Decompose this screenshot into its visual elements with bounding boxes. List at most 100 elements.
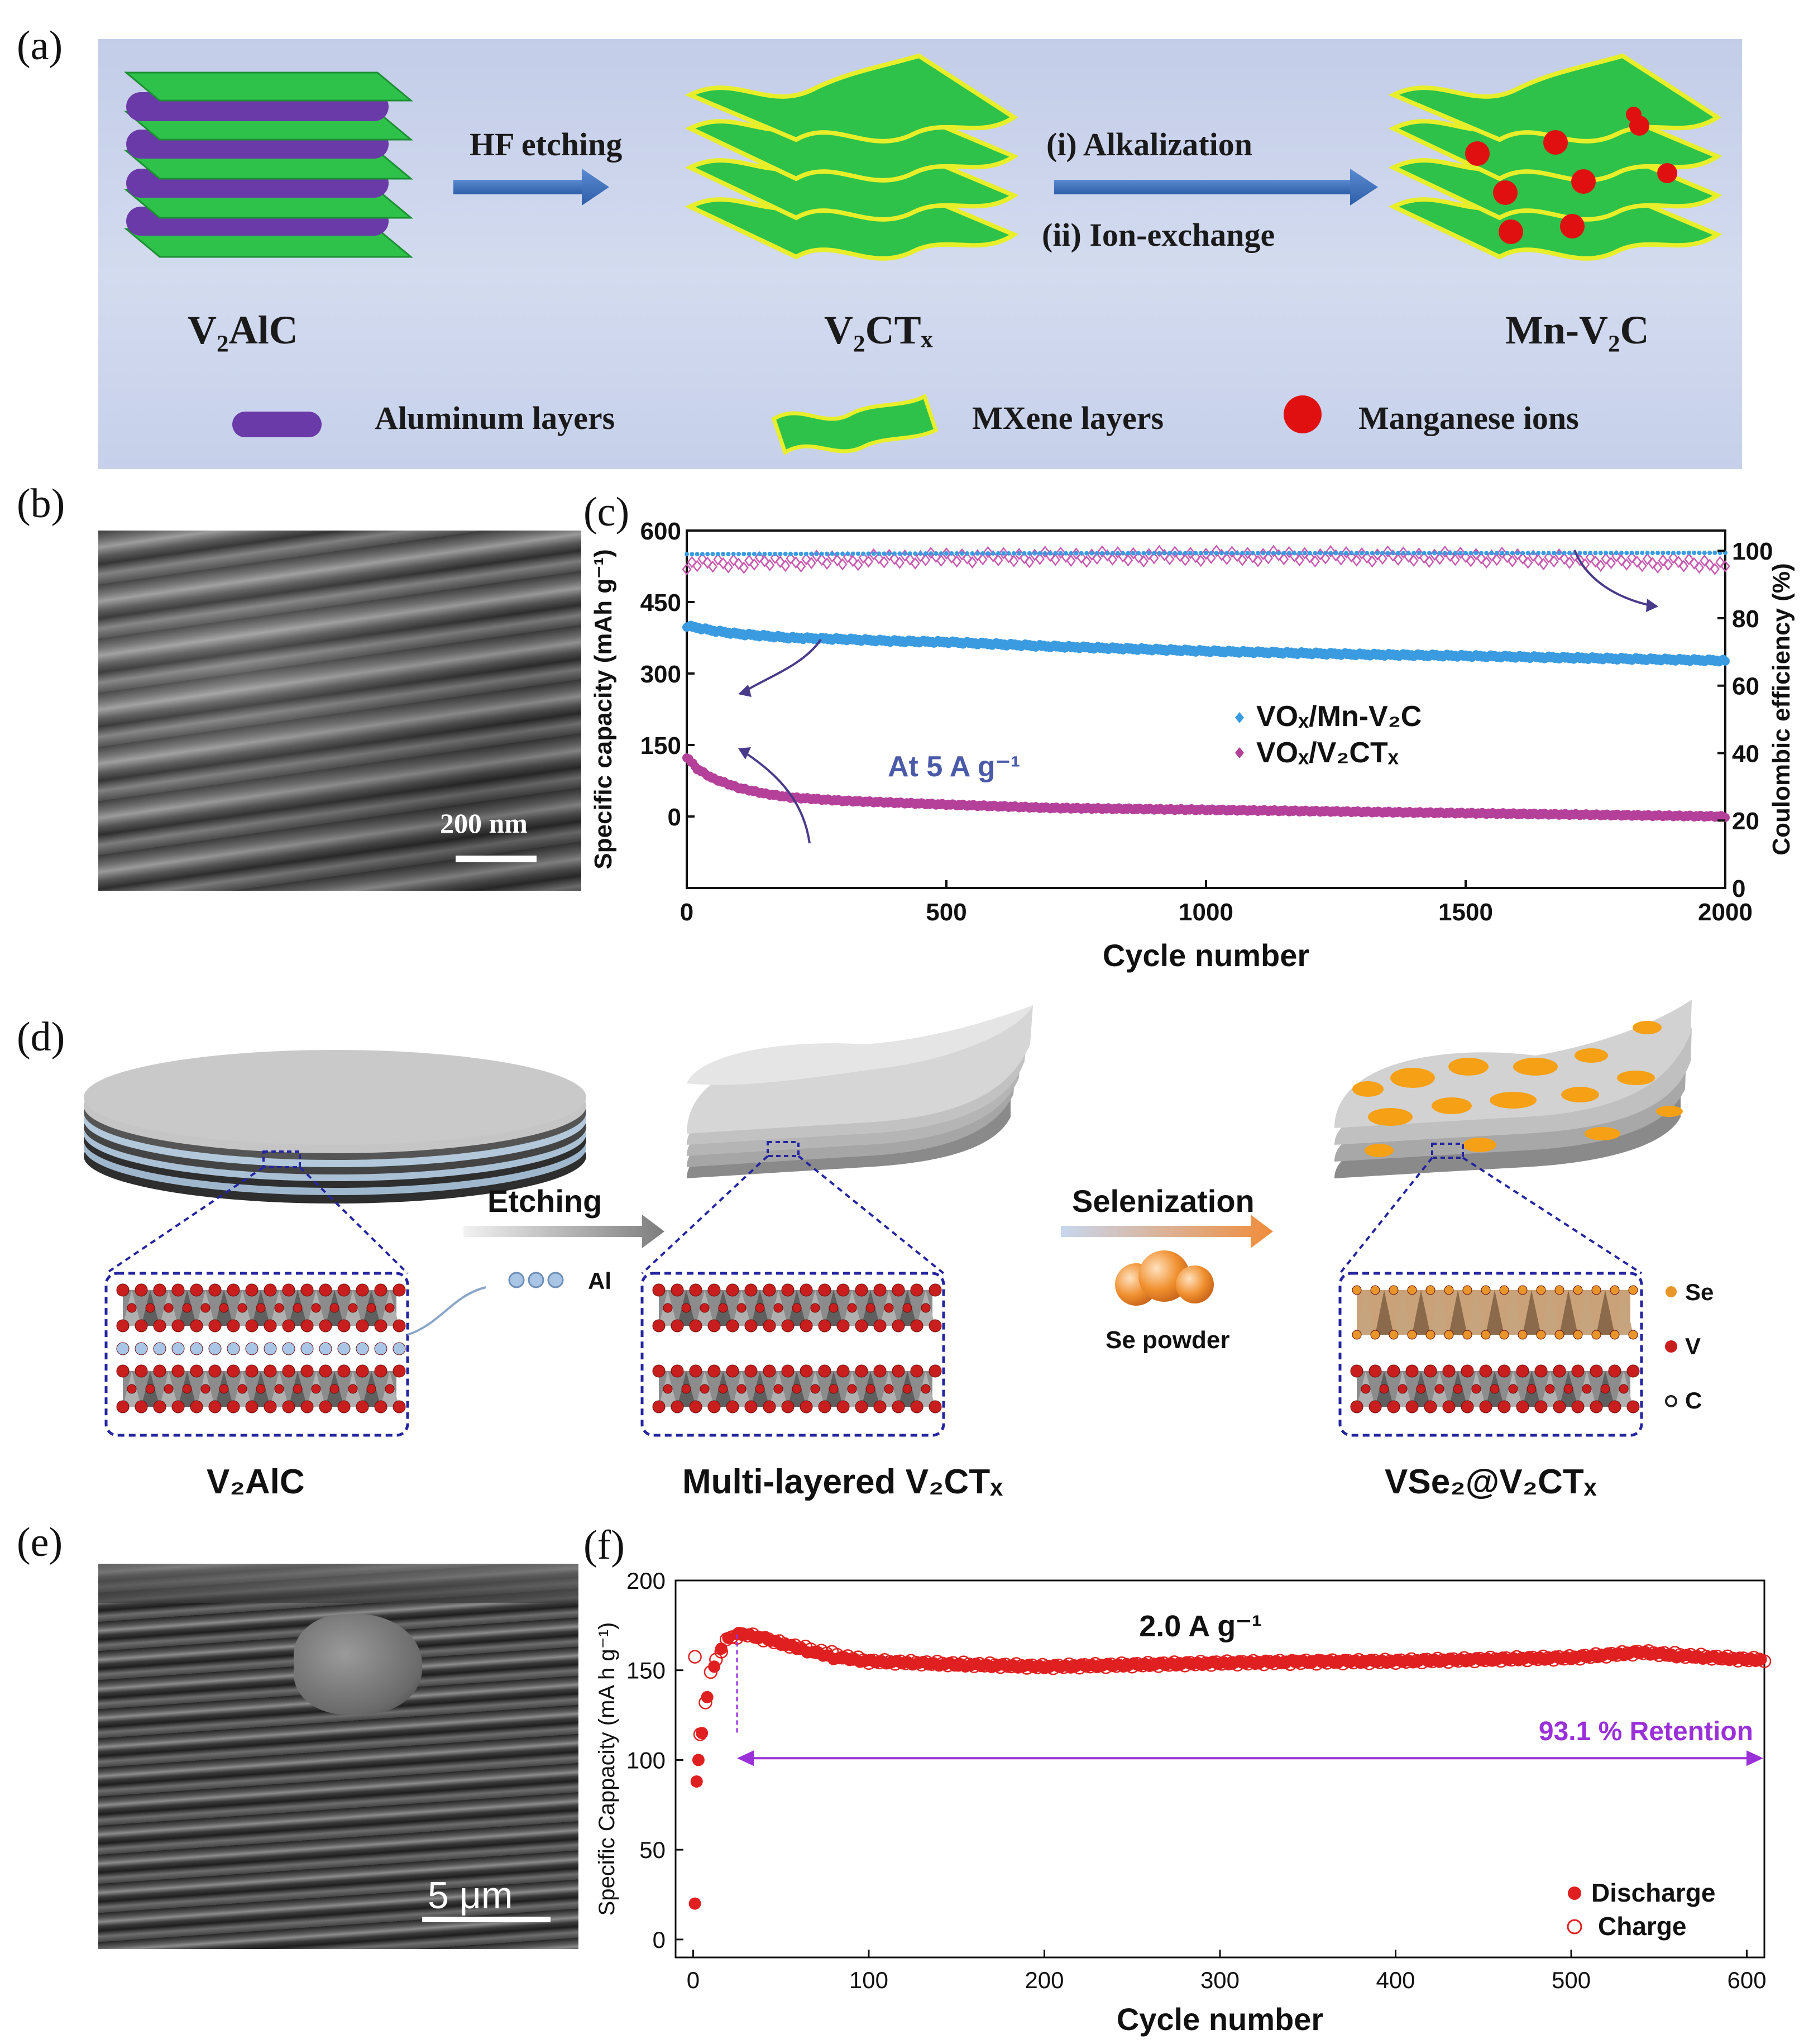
ce-point-v2ctx (1705, 558, 1715, 571)
charge-point (1588, 1647, 1603, 1661)
atom (356, 1400, 369, 1413)
atom (264, 1364, 277, 1378)
ce-point-mnv2c (1442, 551, 1447, 556)
ce-point-v2ctx (697, 552, 707, 565)
atom (329, 1384, 339, 1394)
ce-point-v2ctx (1642, 552, 1653, 565)
ce-point-v2ctx (1357, 547, 1367, 560)
atom (1370, 1330, 1380, 1340)
vse2-prism (1596, 1290, 1615, 1335)
atom (1554, 1285, 1564, 1295)
atom (1518, 1330, 1528, 1340)
ce-point-mnv2c (819, 551, 824, 556)
ce-point-mnv2c (1458, 551, 1463, 556)
atom (135, 1342, 148, 1355)
atom (910, 1319, 923, 1333)
atom (1368, 1364, 1382, 1378)
atom (763, 1319, 776, 1333)
atom (1626, 1400, 1640, 1413)
ce-point-mnv2c (1448, 551, 1453, 556)
ce-point-mnv2c (1671, 550, 1676, 555)
charge-point (1367, 1654, 1382, 1668)
atom (190, 1400, 203, 1413)
x-tick-label: 0 (680, 899, 693, 926)
ce-point-mnv2c (1681, 550, 1686, 555)
atom (707, 1400, 721, 1413)
alkalization-arrow (1054, 169, 1378, 206)
charge-point (1631, 1645, 1645, 1659)
ce-point-mnv2c (1390, 551, 1395, 556)
ce-point-v2ctx (1035, 552, 1045, 565)
ce-point-v2ctx (1030, 548, 1040, 561)
ce-point-mnv2c (1370, 551, 1375, 556)
ce-point-mnv2c (1271, 551, 1276, 556)
ce-point-v2ctx (978, 553, 988, 566)
charge-point (1262, 1655, 1276, 1669)
ce-point-mnv2c (897, 551, 902, 556)
atom (311, 1303, 321, 1313)
atom (755, 1384, 765, 1394)
multilayer-disc (687, 1005, 1033, 1178)
ce-point-v2ctx (1637, 560, 1647, 572)
ce-point-v2ctx (1190, 551, 1200, 563)
atom (245, 1342, 259, 1355)
ce-point-mnv2c (1707, 550, 1712, 555)
vse2-prism (1394, 1290, 1412, 1335)
ce-point-mnv2c (1292, 551, 1297, 556)
ce-point-v2ctx (1108, 553, 1118, 566)
atom (171, 1364, 185, 1378)
ce-point-mnv2c (1468, 551, 1473, 556)
charge-point (1499, 1651, 1513, 1665)
atom (245, 1319, 259, 1333)
ce-point-v2ctx (806, 557, 816, 570)
ce-point-v2ctx (1684, 553, 1694, 566)
ce-point-v2ctx (707, 560, 718, 573)
ce-point-mnv2c (1478, 551, 1484, 556)
ce-point-mnv2c (1022, 551, 1027, 556)
ce-point-mnv2c (913, 551, 918, 556)
ce-point-v2ctx (1372, 548, 1382, 561)
ce-point-v2ctx (1559, 552, 1569, 565)
ce-point-mnv2c (1110, 551, 1115, 556)
atom (135, 1319, 148, 1333)
atom (736, 1303, 747, 1313)
ce-point-mnv2c (1437, 551, 1442, 556)
ce-point-v2ctx (1554, 548, 1564, 561)
ce-point-mnv2c (757, 551, 762, 556)
atom (1554, 1330, 1564, 1340)
ce-point-mnv2c (1417, 551, 1422, 556)
panel-label-e: (e) (17, 1520, 63, 1565)
ce-point-v2ctx (1185, 546, 1195, 560)
atom (884, 1303, 894, 1313)
ce-point-mnv2c (1234, 551, 1240, 556)
ce-point-v2ctx (1113, 546, 1123, 559)
arrow-head (738, 747, 751, 760)
atom (689, 1319, 702, 1333)
atom (652, 1364, 666, 1378)
ce-point-v2ctx (739, 561, 749, 574)
ce-point-mnv2c (1162, 551, 1167, 556)
atom (208, 1319, 222, 1333)
charge-point (1341, 1654, 1355, 1668)
ce-point-mnv2c (1037, 551, 1042, 556)
mxene-layer-icon (771, 394, 939, 456)
atom (681, 1384, 691, 1394)
atom (300, 1364, 314, 1378)
atom (190, 1283, 203, 1297)
atom (1536, 1330, 1546, 1340)
ce-point-v2ctx (1004, 551, 1014, 563)
atom (726, 1364, 739, 1378)
atom (385, 1384, 395, 1394)
ce-point-v2ctx (1056, 546, 1066, 559)
ce-point-v2ctx (988, 550, 998, 562)
ce-point-v2ctx (1694, 561, 1705, 574)
atom (818, 1283, 831, 1297)
ce-point-v2ctx (1653, 561, 1663, 574)
atom (190, 1342, 203, 1355)
atom (800, 1400, 813, 1413)
atom (652, 1283, 666, 1297)
vse2-prism (1559, 1290, 1578, 1335)
atom (818, 1364, 831, 1378)
ce-point-mnv2c (1712, 550, 1717, 555)
scalebar-b (456, 856, 537, 862)
